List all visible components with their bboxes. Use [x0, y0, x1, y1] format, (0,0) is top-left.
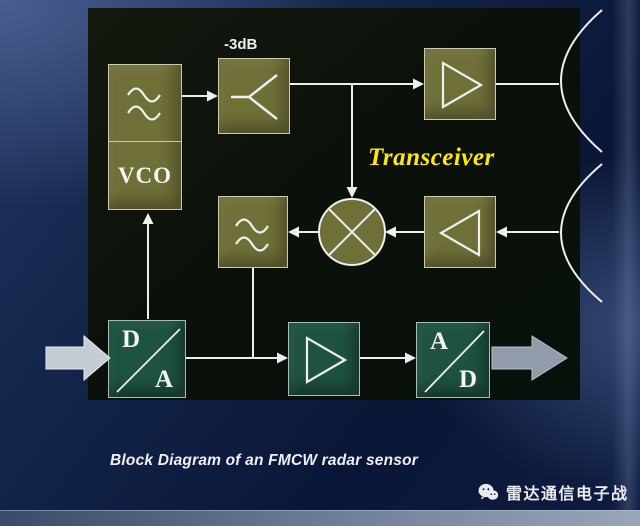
amplifier-right-icon: [441, 61, 484, 109]
watermark-text: 雷达通信电子战: [506, 486, 629, 503]
dac-letter-top: D: [122, 326, 141, 353]
if-filter-block: [218, 196, 288, 268]
amplifier-right-icon: [305, 336, 348, 384]
wechat-icon: [478, 483, 499, 500]
slide-edge-gradient-right: [612, 0, 640, 526]
if-amp-block: [288, 322, 360, 396]
adc-letter-bottom: D: [458, 366, 477, 393]
adc-letter-top: A: [430, 328, 449, 355]
power-splitter-icon: [231, 74, 278, 120]
splitter-block: [218, 58, 290, 134]
adc-diagonal-icon: [424, 330, 485, 393]
loop-filter-icon: [109, 65, 181, 141]
dac-letter-bottom: A: [154, 366, 173, 393]
adc-block: A D: [416, 322, 490, 398]
amplifier-left-icon: [438, 209, 481, 257]
pa-block: [424, 48, 496, 120]
lna-block: [424, 196, 496, 268]
watermark: 雷达通信电子战: [478, 480, 629, 504]
vco-label: VCO: [117, 163, 173, 188]
dac-block: D A: [108, 320, 186, 398]
coupler-label: -3dB: [224, 36, 258, 53]
transceiver-label: Transceiver: [368, 144, 495, 171]
caption: Block Diagram of an FMCW radar sensor: [110, 452, 418, 469]
dac-diagonal-icon: [116, 328, 181, 393]
vco-section: VCO: [109, 141, 181, 210]
slide-edge-gradient-bottom: [0, 510, 640, 526]
vco-block: VCO: [108, 64, 182, 210]
filter-wave-icon: [235, 218, 269, 252]
